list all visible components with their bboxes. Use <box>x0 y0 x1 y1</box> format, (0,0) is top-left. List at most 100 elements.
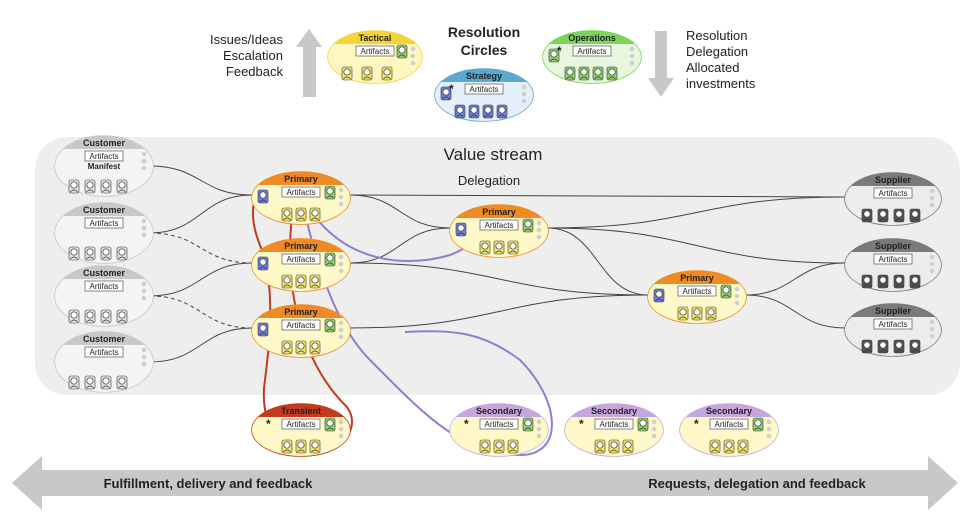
status-dot <box>410 60 416 66</box>
person-icon <box>281 274 293 289</box>
status-dot <box>929 254 935 260</box>
person-icon <box>522 417 534 432</box>
person-icon <box>100 246 112 261</box>
person-icon <box>468 104 480 119</box>
person-icon <box>720 284 732 299</box>
person-icon <box>295 439 307 454</box>
person-icon <box>507 240 519 255</box>
person-icon <box>100 375 112 390</box>
person-icon <box>893 339 905 354</box>
person-icon <box>482 104 494 119</box>
connection-line <box>149 232 253 264</box>
status-dot <box>929 333 935 339</box>
artifacts-label: Artifacts <box>879 189 908 198</box>
person-icon <box>909 208 921 223</box>
person-icon <box>496 104 508 119</box>
person-icon <box>84 179 96 194</box>
person-icon <box>116 375 128 390</box>
person-icon <box>479 240 491 255</box>
status-dot <box>521 98 527 104</box>
person-icon <box>116 246 128 261</box>
up-text-1: Issues/Ideas <box>210 32 283 47</box>
person-icon <box>677 306 689 321</box>
node-label: Customer <box>83 138 126 148</box>
node-label: Tactical <box>359 33 392 43</box>
artifacts-label: Artifacts <box>287 188 316 197</box>
node-label: Primary <box>284 174 318 184</box>
status-dot <box>410 46 416 52</box>
person-icon <box>893 274 905 289</box>
artifacts-label: Artifacts <box>361 47 390 56</box>
person-icon <box>84 309 96 324</box>
person-icon <box>455 222 467 237</box>
nodes: TacticalArtifactsStrategyArtifacts*Opera… <box>54 30 942 469</box>
person-icon <box>309 439 321 454</box>
status-dot <box>338 433 344 439</box>
person-icon <box>653 288 665 303</box>
person-icon <box>324 318 336 333</box>
person-icon <box>295 207 307 222</box>
connection-line <box>149 194 253 234</box>
node-label: Secondary <box>591 406 637 416</box>
person-icon <box>723 439 735 454</box>
person-icon <box>705 306 717 321</box>
node-label: Primary <box>680 273 714 283</box>
connection-line <box>349 262 649 296</box>
artifacts-box <box>84 150 124 162</box>
resolution-title-line2: Circles <box>461 42 508 58</box>
person-icon <box>361 66 373 81</box>
person-icon <box>493 439 505 454</box>
person-icon <box>309 274 321 289</box>
artifacts-label: Artifacts <box>90 152 119 161</box>
artifacts-box <box>873 318 913 330</box>
person-icon <box>709 439 721 454</box>
person-icon <box>507 439 519 454</box>
status-dot <box>651 426 657 432</box>
status-dot <box>766 426 772 432</box>
status-dot <box>141 225 147 231</box>
person-icon <box>381 66 393 81</box>
person-icon <box>752 417 764 432</box>
artifacts-label: Artifacts <box>90 219 119 228</box>
person-icon <box>877 208 889 223</box>
status-dot <box>766 433 772 439</box>
person-icon <box>691 306 703 321</box>
artifacts-label: Artifacts <box>879 255 908 264</box>
connection-line <box>149 262 253 297</box>
artifacts-box <box>281 418 321 430</box>
person-icon <box>606 66 618 81</box>
status-dot <box>929 195 935 201</box>
person-icon <box>861 274 873 289</box>
node-label: Secondary <box>476 406 522 416</box>
artifacts-label: Artifacts <box>287 321 316 330</box>
person-icon <box>281 439 293 454</box>
person-icon <box>309 340 321 355</box>
person-icon <box>493 240 505 255</box>
status-dot <box>141 218 147 224</box>
star-icon: * <box>579 417 584 431</box>
person-icon <box>341 66 353 81</box>
connection-line <box>349 194 846 198</box>
status-dot <box>536 234 542 240</box>
node-label: Secondary <box>706 406 752 416</box>
artifacts-label: Artifacts <box>683 287 712 296</box>
